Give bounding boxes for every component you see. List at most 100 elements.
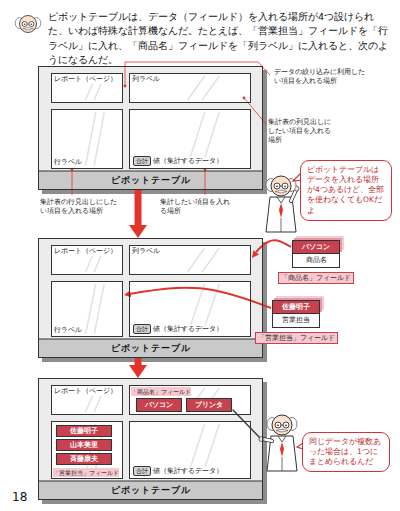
item-card: 山本美里 (56, 439, 112, 451)
window-glass (129, 109, 251, 169)
glass-glint (86, 112, 96, 166)
window-glass (51, 109, 123, 169)
area-label: レポート（ページ） (53, 387, 118, 396)
page-number: 18 (12, 490, 27, 504)
glass-glint (188, 248, 205, 272)
professor-figure (263, 439, 272, 441)
professor-icon (15, 16, 41, 33)
glass-glint (86, 284, 96, 334)
area-label: 列ラベル (131, 75, 161, 84)
item-name: 佐藤明子 (70, 426, 98, 436)
report-area: レポート（ページ） (51, 385, 123, 415)
item-name: プリンタ (195, 400, 223, 410)
professor-figure (263, 415, 297, 471)
sum-button: 合計 (133, 466, 151, 476)
leader-dot (71, 85, 246, 172)
button-label: 合計 (136, 157, 148, 165)
pivot-table-body: ピボットテーブル レポート（ページ） 列ラベル行ラベル 値（集計するデータ） 合計 (38, 66, 263, 190)
value-area: 値（集計するデータ） 合計 (129, 109, 251, 169)
sum-button: 合計 (133, 324, 151, 334)
glass-glint (94, 284, 104, 334)
area-label: 値（集計するデータ） (152, 325, 224, 334)
leader-line (205, 170, 206, 195)
callout-note: 集計表の行見出しにしたい項目を入れる場所 (40, 198, 122, 216)
glass-glint (202, 76, 219, 100)
bubble-text: 同じデータが複数あった場合は、1つにまとめられるんだ (309, 437, 383, 467)
flow-arrow (135, 358, 142, 365)
professor-figure (266, 176, 296, 196)
drag-arrow (256, 240, 291, 252)
row-area: 行ラベル (51, 281, 123, 337)
leader-dot (204, 169, 207, 172)
column-area: 「商品名」フィールドパソコン プリンタ (129, 385, 251, 415)
machine-front (38, 339, 263, 358)
value-area: 値（集計するデータ） 合計 (129, 281, 251, 337)
report-area: レポート（ページ） (51, 73, 123, 103)
machine-name: ピボットテーブル (107, 340, 195, 357)
area-label: 値（集計するデータ） (152, 157, 224, 166)
window-glass (51, 245, 123, 275)
glass-glint (94, 112, 104, 166)
field-caption: 「営業担当」フィールド (255, 332, 338, 344)
drag-arrow (131, 288, 271, 308)
machine-name: ピボットテーブル (107, 172, 195, 189)
row-area: 行ラベル (51, 109, 123, 169)
item-card: プリンタ (186, 398, 232, 412)
bubble-text: ピボットテーブルはデータを入れる場所が4つあるけど、全部を使わなくてもOKだよ (307, 165, 385, 216)
sum-button: 合計 (133, 156, 151, 166)
column-area: 列ラベル (129, 245, 251, 275)
area-label: 「商品名」フィールド (131, 387, 191, 396)
professor-figure (266, 176, 299, 232)
item-name: 斉藤康夫 (70, 454, 98, 464)
field-name: 商品名 (292, 254, 340, 268)
item-name: 山本美里 (70, 440, 98, 450)
machine-fill (38, 238, 263, 358)
area-label: 行ラベル (53, 158, 83, 167)
professor-figure (263, 439, 272, 441)
window-glass (51, 281, 123, 337)
callout-note: 集計表の列見出しにしたい項目を入れる場所 (268, 118, 336, 144)
window-glass (51, 421, 123, 479)
area-label: 列ラベル (131, 247, 161, 256)
window-glass (129, 245, 251, 275)
column-area: 列ラベル (129, 73, 251, 103)
body-text: ピボットテーブルは、データ（フィールド）を入れる場所が4つ設けられた、いわば特殊… (48, 10, 388, 67)
item-name: パソコン (145, 400, 173, 410)
field-name: 営業担当 (272, 314, 320, 328)
glass-glint (202, 248, 219, 272)
item-name: 佐藤明子 (272, 300, 320, 314)
button-label: 合計 (136, 325, 148, 333)
area-label: 「営業担当」フィールド (53, 468, 119, 477)
glass-glint (188, 76, 205, 100)
callout-note: 集計したい項目を入れる場所 (160, 198, 232, 216)
leader-dot (243, 97, 246, 100)
machine-name: ピボットテーブル (107, 482, 195, 499)
professor-hand (259, 437, 264, 442)
callout-note: データの絞り込みに利用したい項目を入れる場所 (274, 68, 366, 86)
value-area: 値（集計するデータ） 合計 (129, 421, 251, 479)
field-caption: 「商品名」フィールド (278, 272, 354, 284)
speech-bubble: 同じデータが複数あった場合は、1つにまとめられるんだ (302, 432, 390, 472)
item-card: パソコン (136, 398, 182, 412)
item-card: 佐藤明子 (56, 425, 112, 437)
window-glass (129, 421, 251, 479)
machine-fill (38, 378, 263, 500)
flow-arrow (135, 190, 142, 225)
window-glass (51, 73, 123, 103)
item-name: パソコン (292, 240, 340, 254)
report-area: レポート（ページ） (51, 245, 123, 275)
pivot-table-body: ピボットテーブル レポート（ページ） 列ラベル行ラベル 値（集計するデータ） 合計 (38, 238, 263, 358)
row-area: 「営業担当」フィールド佐藤明子山本美里斉藤康夫 (51, 421, 123, 479)
window-glass (129, 73, 251, 103)
area-label: 行ラベル (53, 326, 83, 335)
leader-line (72, 170, 73, 195)
window-glass (129, 281, 251, 337)
machine-front (38, 481, 263, 500)
area-label: 値（集計するデータ） (152, 467, 224, 476)
leader-dot (71, 169, 74, 172)
item-card: 斉藤康夫 (56, 453, 112, 465)
button-label: 合計 (136, 467, 148, 475)
window-glass (51, 385, 123, 415)
